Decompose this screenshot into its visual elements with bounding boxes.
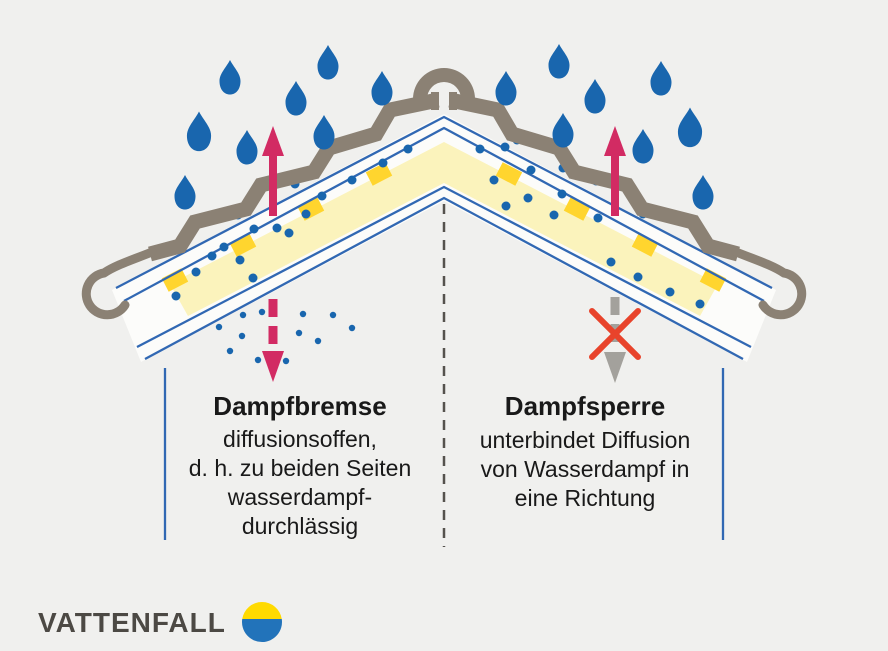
label-left: Dampfbremse diffusionsoffen, d. h. zu be…: [189, 391, 412, 539]
vapor-dot: [695, 299, 705, 309]
label-right-title: Dampfsperre: [505, 391, 665, 421]
vapor-dot: [248, 273, 258, 283]
vapor-dot: [238, 332, 246, 340]
vapor-dot: [191, 267, 201, 277]
vapor-dot: [606, 257, 616, 267]
vapor-dot: [314, 337, 322, 345]
vapor-dot: [254, 356, 262, 364]
raindrop-icon: [650, 61, 672, 96]
label-right-line2: von Wasserdampf in: [481, 456, 690, 482]
vapor-dot: [329, 311, 337, 319]
raindrop-icon: [692, 175, 714, 210]
raindrop-icon: [313, 115, 335, 150]
vapor-up-arrow-left: [262, 126, 284, 216]
vapor-dot: [526, 165, 536, 175]
raindrop-icon: [552, 113, 574, 148]
label-left-line4: durchlässig: [242, 513, 358, 539]
vapor-dot: [272, 223, 282, 233]
vapor-dot: [403, 144, 413, 154]
logo-wordmark: VATTENFALL: [38, 607, 226, 638]
vapor-dot: [317, 191, 327, 201]
vapor-dot: [501, 201, 511, 211]
raindrop-icon: [236, 130, 258, 165]
raindrop-icon: [317, 45, 339, 80]
logo-mark-icon: [241, 602, 282, 643]
vapor-dot: [475, 144, 485, 154]
vapor-dot: [378, 158, 388, 168]
raindrop-icon: [677, 107, 703, 148]
raindrop-icon: [495, 71, 517, 106]
vapor-dot: [249, 224, 259, 234]
vapor-dot: [295, 329, 303, 337]
vapor-dot: [665, 287, 675, 297]
raindrop-icon: [285, 81, 307, 116]
vapor-dot: [258, 308, 266, 316]
raindrop-icon: [219, 60, 241, 95]
vapor-dot: [226, 347, 234, 355]
vapor-dot: [347, 175, 357, 185]
vapor-dot: [207, 251, 217, 261]
raindrop-icon: [584, 79, 606, 114]
vattenfall-logo: VATTENFALL: [38, 602, 282, 643]
label-left-line2: d. h. zu beiden Seiten: [189, 455, 412, 481]
vapor-dot: [219, 242, 229, 252]
raindrop-icon: [371, 71, 393, 106]
vapor-dot: [171, 291, 181, 301]
label-left-line1: diffusionsoffen,: [223, 426, 377, 452]
vapor-dot: [299, 310, 307, 318]
raindrop-icon: [174, 175, 196, 210]
membrane-lines: [115, 115, 773, 361]
raindrop-icon: [632, 129, 654, 164]
label-right: Dampfsperre unterbindet Diffusion von Wa…: [480, 391, 691, 511]
vapor-dot: [633, 272, 643, 282]
vapor-up-arrow-right: [604, 126, 626, 216]
escaped-vapor-dots: [215, 308, 356, 365]
vapor-dot: [282, 357, 290, 365]
vapor-dot: [549, 210, 559, 220]
label-left-line3: wasserdampf-: [227, 484, 372, 510]
vapor-dot: [557, 189, 567, 199]
blocked-cross-icon: [589, 308, 641, 360]
vapor-dot: [301, 209, 311, 219]
raindrop-icon: [548, 44, 570, 79]
ridge-cap: [413, 68, 475, 110]
vapor-dot: [239, 311, 247, 319]
label-right-line3: eine Richtung: [515, 485, 656, 511]
label-left-title: Dampfbremse: [213, 391, 386, 421]
vapor-dot: [215, 323, 223, 331]
vapor-dot: [348, 324, 356, 332]
vapor-dot: [523, 193, 533, 203]
vapor-dot: [284, 228, 294, 238]
vapor-dot: [500, 142, 510, 152]
raindrop-icon: [186, 111, 212, 152]
label-right-line1: unterbindet Diffusion: [480, 427, 691, 453]
vapor-down-arrow-dashed: [262, 299, 284, 382]
vapor-dot: [593, 213, 603, 223]
vapor-dot: [489, 175, 499, 185]
vapor-dot: [235, 255, 245, 265]
